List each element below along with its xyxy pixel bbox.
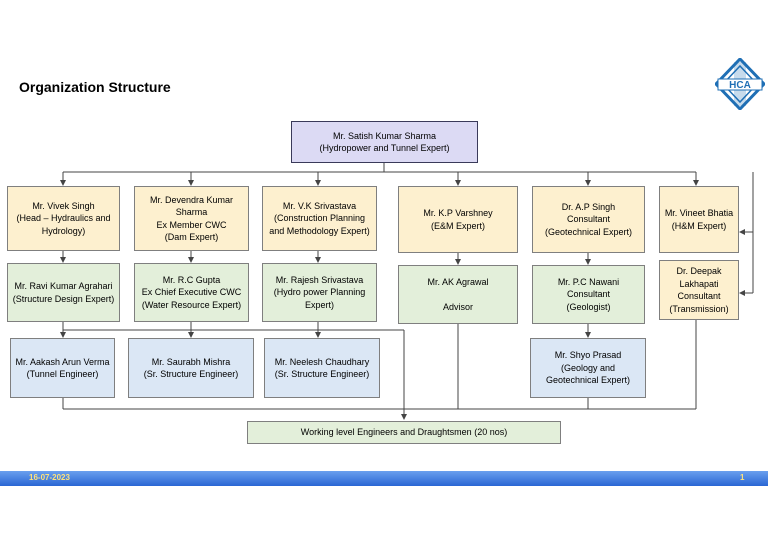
node-deepak-lakhapati: Dr. Deepak Lakhapati Consultant (Transmi… (659, 260, 739, 320)
node-working-level-engineers: Working level Engineers and Draughtsmen … (247, 421, 561, 444)
logo-text: HCA (729, 80, 751, 91)
hca-logo-icon: HCA (713, 56, 767, 112)
node-neelesh-chaudhary: Mr. Neelesh Chaudhary (Sr. Structure Eng… (264, 338, 380, 398)
node-vivek-singh: Mr. Vivek Singh (Head – Hydraulics and H… (7, 186, 120, 251)
page-title: Organization Structure (19, 79, 171, 95)
node-ravi-kumar-agrahari: Mr. Ravi Kumar Agrahari (Structure Desig… (7, 263, 120, 322)
node-ap-singh: Dr. A.P Singh Consultant (Geotechnical E… (532, 186, 645, 253)
node-vk-srivastava: Mr. V.K Srivastava (Construction Plannin… (262, 186, 377, 251)
footer-date: 16-07-2023 (29, 473, 70, 482)
node-devendra-kumar-sharma: Mr. Devendra Kumar Sharma Ex Member CWC … (134, 186, 249, 251)
page-number: 1 (740, 473, 745, 482)
node-satish-sharma: Mr. Satish Kumar Sharma (Hydropower and … (291, 121, 478, 163)
node-pc-nawani: Mr. P.C Nawani Consultant (Geologist) (532, 265, 645, 324)
node-saurabh-mishra: Mr. Saurabh Mishra (Sr. Structure Engine… (128, 338, 254, 398)
footer-bar: 16-07-2023 1 (0, 471, 768, 486)
node-shyo-prasad: Mr. Shyo Prasad (Geology and Geotechnica… (530, 338, 646, 398)
node-kp-varshney: Mr. K.P Varshney (E&M Expert) (398, 186, 518, 253)
node-vineet-bhatia: Mr. Vineet Bhatia (H&M Expert) (659, 186, 739, 253)
node-rc-gupta: Mr. R.C Gupta Ex Chief Executive CWC (Wa… (134, 263, 249, 322)
node-aakash-arun-verma: Mr. Aakash Arun Verma (Tunnel Engineer) (10, 338, 115, 398)
node-ak-agrawal: Mr. AK Agrawal Advisor (398, 265, 518, 324)
node-rajesh-srivastava: Mr. Rajesh Srivastava (Hydro power Plann… (262, 263, 377, 322)
